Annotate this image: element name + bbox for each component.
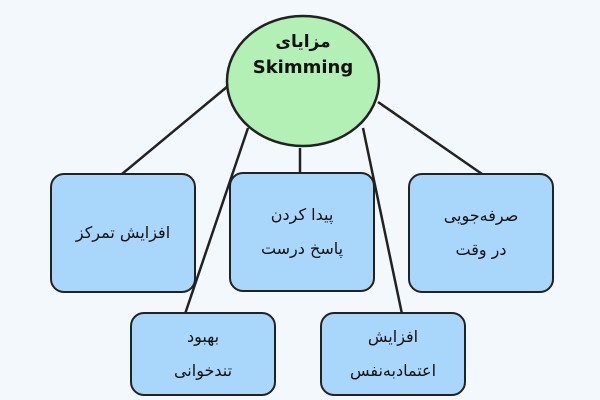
hub-title-en: Skimming — [252, 57, 354, 78]
hub-title-fa: مزایای — [275, 32, 331, 52]
benefit-line2: اعتمادبه‌نفس — [349, 361, 437, 380]
benefit-find-answer: پیدا کردن پاسخ درست — [229, 172, 375, 292]
benefit-save-time: صرفه‌جویی در وقت — [408, 173, 554, 293]
connector-confidence — [361, 127, 404, 315]
hub-label: مزایای Skimming — [228, 30, 378, 82]
benefit-text: افزایش تمرکز — [75, 223, 171, 242]
connector-speed-reading — [183, 127, 250, 315]
hub-node — [225, 14, 381, 148]
benefit-line2: در وقت — [455, 240, 507, 259]
benefit-line1: افزایش — [367, 327, 419, 346]
benefit-line2: تندخوانی — [173, 361, 233, 380]
benefit-confidence: افزایش اعتمادبه‌نفس — [320, 312, 466, 396]
benefit-line1: پیدا کردن — [270, 205, 334, 224]
benefit-speed-reading: بهبود تندخوانی — [130, 312, 276, 396]
connector-focus — [121, 85, 229, 175]
connector-save-time — [377, 100, 483, 176]
benefit-line1: بهبود — [186, 327, 220, 346]
benefit-line1: صرفه‌جویی — [443, 206, 519, 225]
benefit-focus: افزایش تمرکز — [50, 173, 196, 293]
benefit-line2: پاسخ درست — [260, 239, 344, 258]
